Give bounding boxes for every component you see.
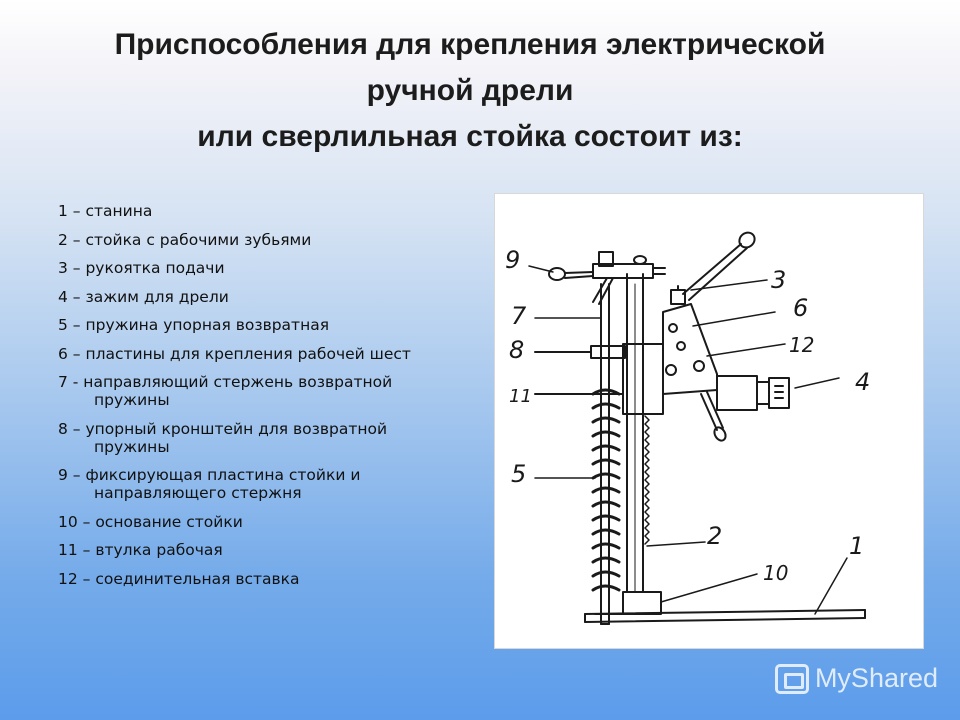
main-column (626, 273, 644, 593)
drill-stand-drawing: 9 7 8 11 5 3 6 12 4 2 10 1 (505, 231, 870, 625)
part-item-12: 12 – соединительная вставка (58, 569, 300, 588)
top-fixing-plate (548, 251, 666, 305)
label-1: 1 (849, 532, 864, 560)
guide-rod (600, 283, 610, 625)
part-item-3: 3 – рукоятка подачи (58, 259, 225, 277)
label-3: 3 (771, 266, 786, 294)
parts-list: 1 – станина 2 – стойка с рабочими зубьям… (58, 202, 498, 598)
part-item-5: 5 – пружина упорная возвратная (58, 316, 330, 334)
mounting-plate (662, 285, 718, 395)
return-spring (591, 388, 621, 592)
myshared-logo-icon (774, 663, 809, 694)
part-item-2: 2 – стойка с рабочими зубьями (58, 230, 312, 249)
rack-teeth (644, 415, 650, 545)
label-8: 8 (509, 336, 524, 364)
part-item-1: 1 – станина (58, 202, 153, 220)
watermark-text: MyShared (814, 663, 938, 693)
base-plate (584, 591, 866, 623)
title-line-1: Приспособления для крепления электрическ… (114, 28, 826, 61)
label-11: 11 (509, 386, 532, 407)
part-item-10: 10 – основание стойки (58, 512, 243, 531)
label-12: 12 (789, 333, 814, 357)
drill-stand-figure: 9 7 8 11 5 3 6 12 4 2 10 1 (494, 193, 924, 649)
stop-bracket (534, 345, 626, 359)
title-line-2: ручной дрели (366, 74, 574, 107)
feed-handle (682, 231, 756, 442)
part-item-4: 4 – зажим для дрели (58, 287, 229, 306)
label-7: 7 (511, 302, 527, 330)
drill-clamp (716, 375, 790, 411)
label-6: 6 (793, 294, 808, 322)
figure-labels: 9 7 8 11 5 3 6 12 4 2 10 1 (505, 246, 870, 585)
leader-lines (528, 265, 848, 615)
part-item-6: 6 – пластины для крепления рабочей шест (58, 344, 411, 363)
part-item-11: 11 – втулка рабочая (58, 541, 223, 559)
label-2: 2 (707, 522, 722, 550)
label-10: 10 (763, 561, 788, 585)
label-9: 9 (505, 246, 520, 274)
title-line-3: или сверлильная стойка состоит из: (197, 120, 743, 153)
label-4: 4 (855, 368, 870, 396)
label-5: 5 (511, 460, 526, 488)
myshared-watermark: MyShared (774, 663, 938, 694)
slide-title: Приспособления для крепления электрическ… (0, 22, 940, 160)
